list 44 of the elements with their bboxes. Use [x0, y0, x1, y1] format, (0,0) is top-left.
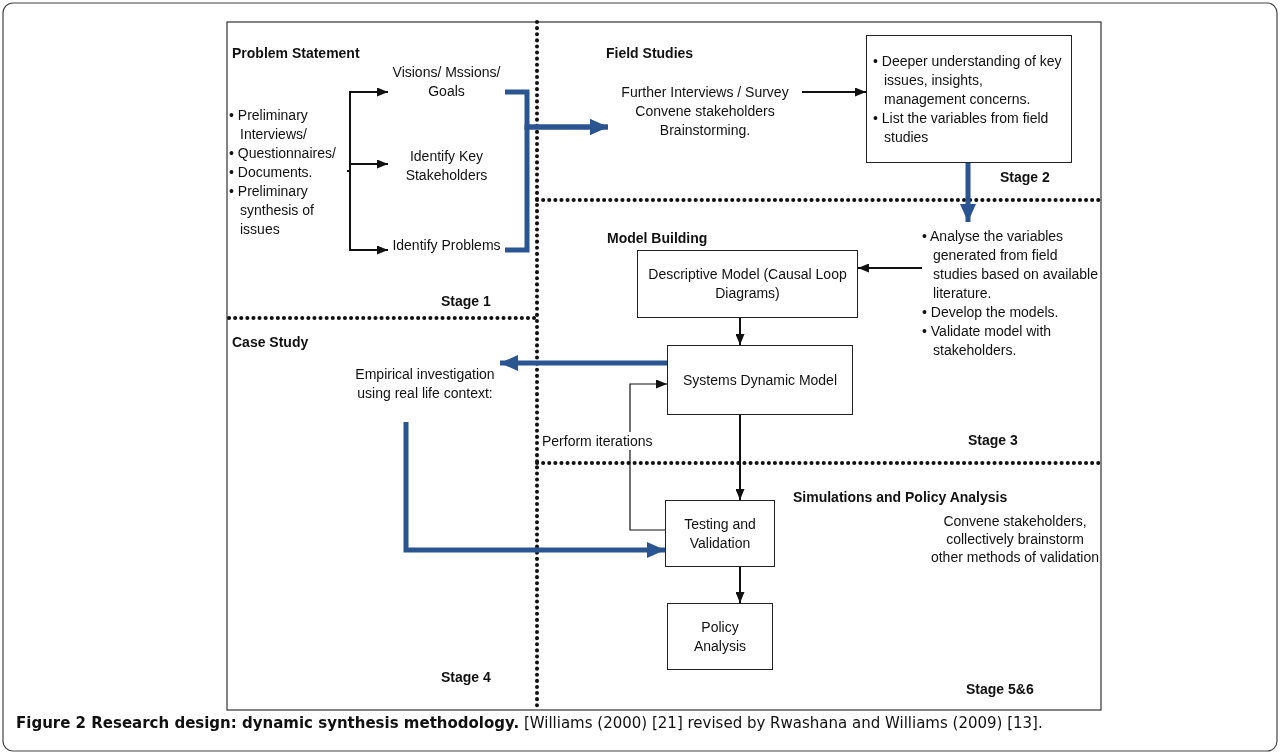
process-box: Descriptive Model (Causal Loop Diagrams) [637, 250, 858, 318]
edge-label: Perform iterations [540, 432, 655, 450]
list-item: • Questionnaires/ [229, 143, 337, 163]
process-box [866, 35, 1072, 163]
section-heading: Stage 2 [1000, 168, 1051, 186]
arrow [735, 317, 745, 346]
note-text: Convene stakeholders, collectively brainstorm other methods of validation [930, 512, 1100, 566]
node-text: Identify Key Stakeholders [388, 132, 505, 200]
list-item: • Develop the models. [922, 303, 1060, 322]
arrow [403, 422, 665, 558]
section-heading: Model Building [607, 229, 709, 247]
list-item: • Preliminary synthesis of issues [229, 181, 315, 239]
arrow [346, 159, 389, 172]
list-item: • Validate model with stakeholders. [922, 322, 1053, 360]
process-box: Policy Analysis [667, 603, 773, 670]
arrow [857, 263, 923, 273]
list-item: • Preliminary Interviews/ [229, 105, 309, 144]
list-item: • List the variables from field studies [873, 108, 1050, 147]
process-box: Testing and Validation [665, 500, 775, 567]
section-heading: Field Studies [606, 44, 695, 62]
node-text: Empirical investigation using real life context: [350, 345, 500, 422]
arrow [629, 379, 668, 531]
list-item: • Deeper understanding of key issues, insights, management concerns. [873, 51, 1063, 109]
node-text: Visions/ Mssions/ Goals [388, 52, 505, 112]
arrow [801, 87, 867, 97]
list-item: • Documents. [229, 162, 314, 182]
section-heading: Stage 5&6 [966, 680, 1035, 698]
arrow [505, 119, 608, 253]
section-heading: Simulations and Policy Analysis [793, 488, 1009, 506]
section-heading: Stage 4 [441, 668, 492, 686]
section-heading: Case Study [232, 333, 310, 351]
arrow [346, 170, 389, 255]
node-text: Further Interviews / Survey Convene stakeholders Brainstorming. [608, 80, 802, 142]
process-box: Systems Dynamic Model [667, 345, 853, 415]
node-text: Identify Problems [388, 220, 505, 270]
arrow [735, 566, 745, 604]
arrow [960, 163, 976, 222]
list-item: • Analyse the variables generated from field studies based on available literature. [922, 227, 1099, 303]
section-heading: Problem Statement [232, 44, 361, 62]
section-heading: Stage 3 [968, 431, 1019, 449]
figure-caption: Figure 2 Research design: dynamic synthesis methodology. [Williams (2000) [21] revised by Rwashana and Williams (2009) [13]. [16, 714, 1043, 732]
section-heading: Stage 1 [441, 292, 492, 310]
arrow [500, 355, 667, 371]
arrow [735, 414, 745, 501]
